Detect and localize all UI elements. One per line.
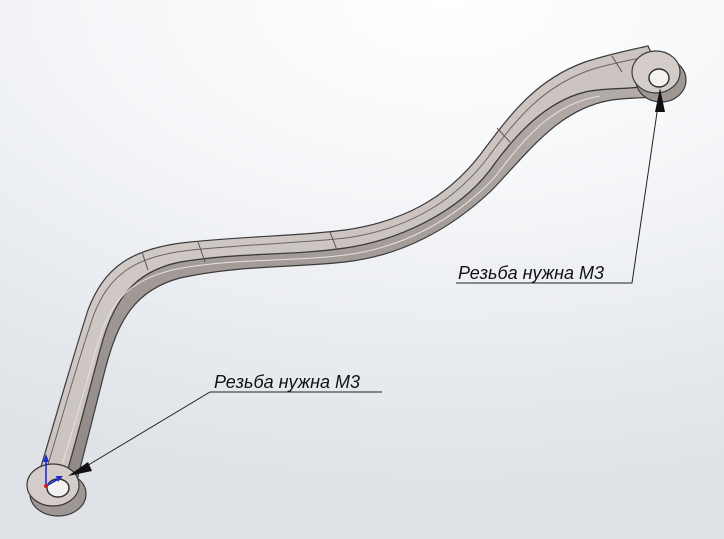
top-hole[interactable] [648, 68, 670, 88]
link-fillet-edge-inner [55, 95, 601, 485]
leader-bottom [68, 391, 382, 476]
segment-line-3 [496, 127, 511, 143]
coordinate-triad-icon [43, 454, 63, 488]
segment-line-4 [611, 55, 623, 73]
thread-note-bottom[interactable]: Резьба нужна М3 [214, 372, 360, 392]
leader-top [456, 88, 665, 284]
segment-line-2 [329, 231, 338, 251]
link-side-face[interactable] [61, 79, 673, 502]
segment-line-5 [141, 251, 149, 271]
thread-note-top[interactable]: Резьба нужна М3 [458, 263, 604, 283]
segment-line-1 [197, 241, 206, 263]
link-fillet-edge-outer [46, 55, 651, 469]
